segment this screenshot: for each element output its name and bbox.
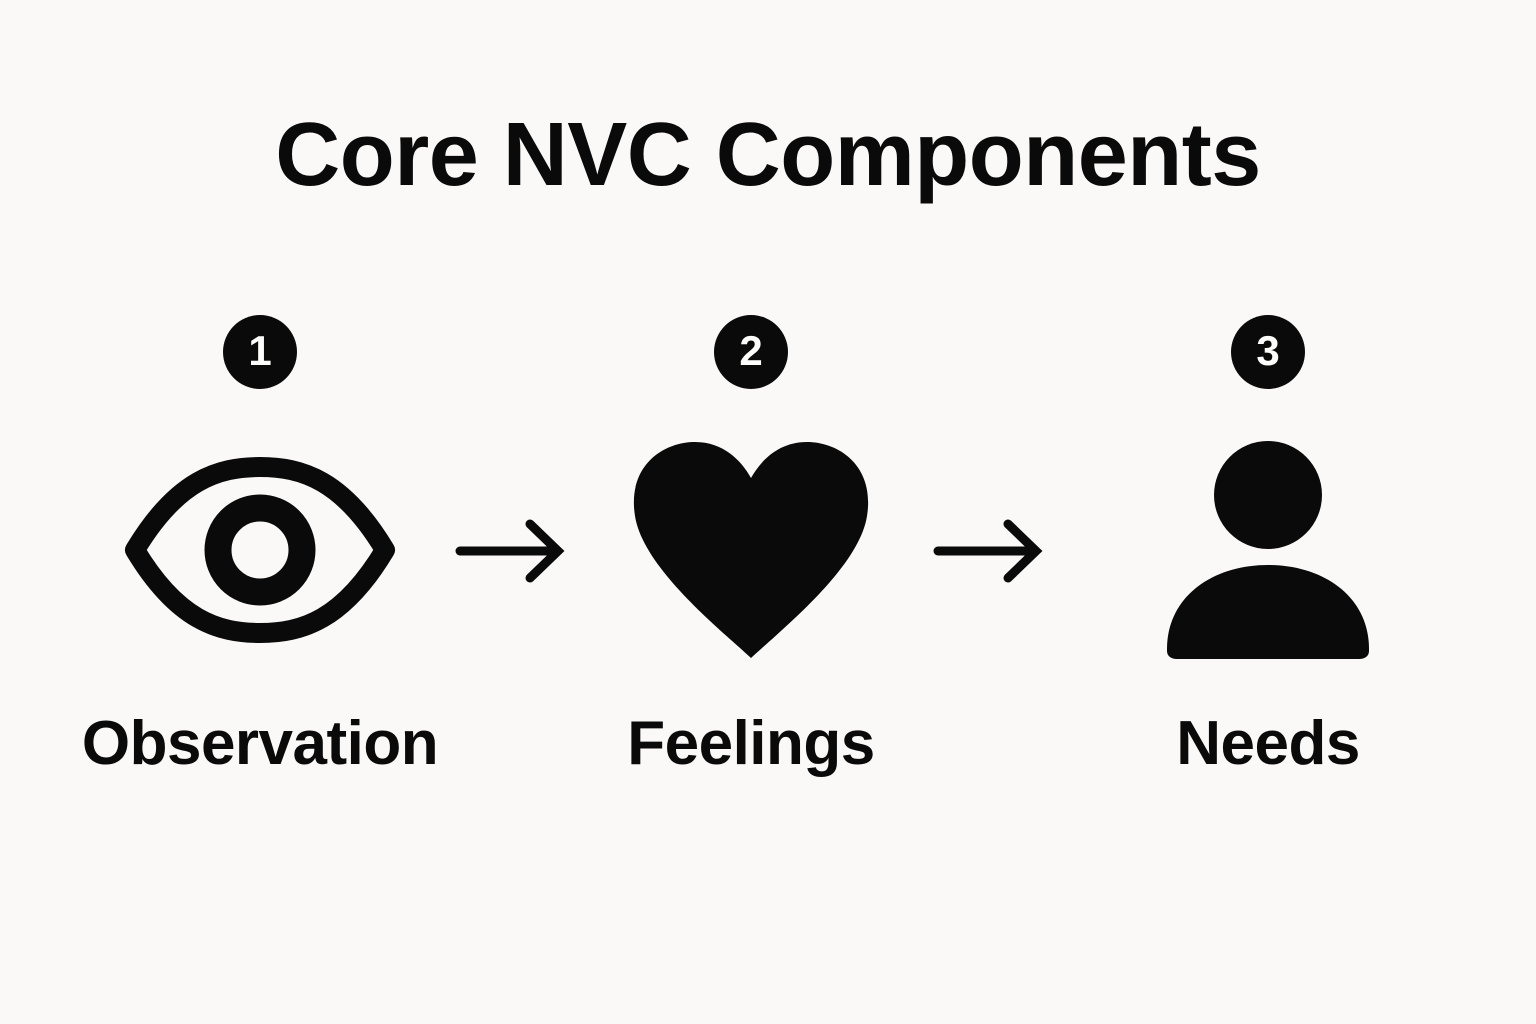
arrow-right-icon-2 — [930, 516, 1060, 586]
person-icon — [1118, 430, 1418, 670]
step-number-badge-2: 2 — [714, 315, 788, 389]
step-number-badge-1: 1 — [223, 315, 297, 389]
step-label-feelings: Feelings — [627, 709, 875, 778]
heart-icon — [601, 430, 901, 670]
eye-icon — [110, 430, 410, 670]
step-label-needs: Needs — [1176, 709, 1360, 778]
step-needs: 3 Needs — [1088, 300, 1448, 820]
page-title: Core NVC Components — [275, 105, 1261, 205]
step-feelings: 2 Feelings — [571, 300, 931, 820]
step-label-observation: Observation — [81, 709, 439, 778]
arrow-right-icon-1 — [452, 516, 582, 586]
step-observation: 1 Observation — [80, 300, 440, 820]
step-number-badge-3: 3 — [1231, 315, 1305, 389]
